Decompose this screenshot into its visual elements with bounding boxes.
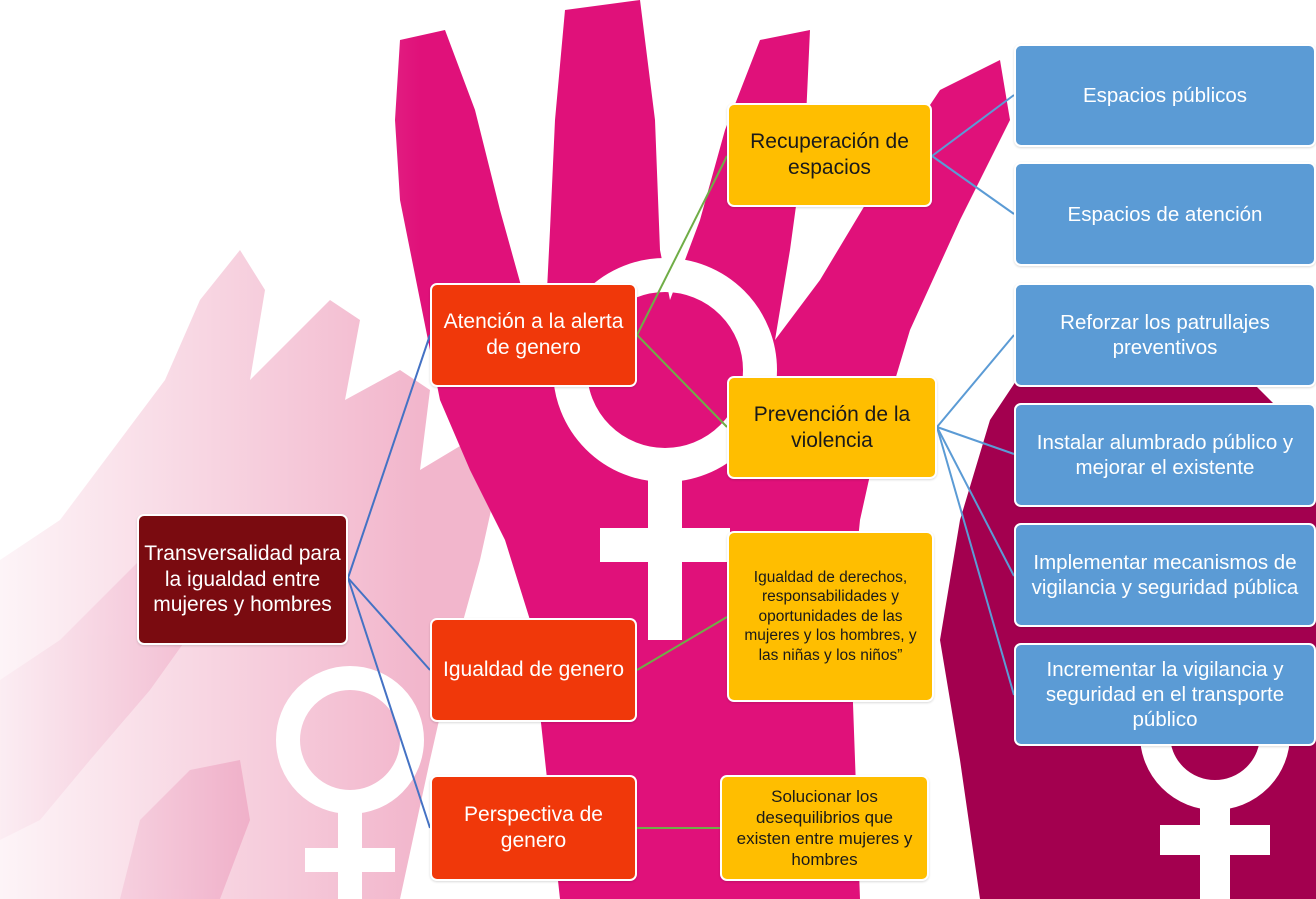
node-instalar-alumbrado: Instalar alumbrado público y mejorar el … bbox=[1014, 403, 1316, 507]
node-espacios-publicos: Espacios públicos bbox=[1014, 44, 1316, 147]
node-espacios-atencion-label: Espacios de atención bbox=[1067, 202, 1263, 226]
node-prevencion-violencia-label: Prevención de la violencia bbox=[753, 402, 911, 452]
link-prevencion-patrullajes bbox=[936, 334, 1015, 428]
link-root-perspectiva bbox=[347, 577, 431, 829]
node-igualdad-genero-label: Igualdad de genero bbox=[443, 658, 624, 682]
node-atencion-alerta: Atención a la alerta de genero bbox=[430, 283, 637, 387]
node-prevencion-violencia: Prevención de la violencia bbox=[727, 376, 937, 479]
link-prevencion-mecanismos bbox=[936, 426, 1015, 577]
node-incrementar-vigilancia: Incrementar la vigilancia y seguridad en… bbox=[1014, 643, 1316, 746]
link-recuperacion-publicos bbox=[931, 94, 1015, 157]
node-recuperacion-espacios-label: Recuperación de espacios bbox=[750, 130, 909, 179]
node-implementar-mecanismos-label: Implementar mecanismos de vigilancia y s… bbox=[1031, 551, 1299, 599]
node-espacios-publicos-label: Espacios públicos bbox=[1082, 84, 1248, 107]
link-root-alerta bbox=[347, 334, 431, 579]
node-igualdad-derechos: Igualdad de derechos, responsabilidades … bbox=[727, 531, 934, 702]
node-espacios-atencion: Espacios de atención bbox=[1014, 162, 1316, 266]
root-node: Transversalidad para la igualdad entre m… bbox=[137, 514, 348, 645]
node-solucionar-desequilibrios-label: Solucionar los desequilibrios que existe… bbox=[736, 786, 913, 870]
node-solucionar-desequilibrios: Solucionar los desequilibrios que existe… bbox=[720, 775, 929, 881]
node-reforzar-patrullajes-label: Reforzar los patrullajes preventivos bbox=[1060, 311, 1270, 359]
link-prevencion-alumbrado bbox=[936, 426, 1015, 455]
node-igualdad-genero: Igualdad de genero bbox=[430, 618, 637, 722]
node-reforzar-patrullajes: Reforzar los patrullajes preventivos bbox=[1014, 283, 1316, 387]
link-recuperacion-atencion bbox=[931, 155, 1015, 215]
node-perspectiva-genero: Perspectiva de genero bbox=[430, 775, 637, 881]
node-recuperacion-espacios: Recuperación de espacios bbox=[727, 103, 932, 207]
node-implementar-mecanismos: Implementar mecanismos de vigilancia y s… bbox=[1014, 523, 1316, 627]
link-alerta-recuperacion bbox=[636, 155, 728, 336]
node-instalar-alumbrado-label: Instalar alumbrado público y mejorar el … bbox=[1036, 431, 1294, 479]
node-atencion-alerta-label: Atención a la alerta de genero bbox=[443, 310, 624, 359]
root-label: Transversalidad para la igualdad entre m… bbox=[144, 542, 341, 617]
link-alerta-prevencion bbox=[636, 334, 728, 428]
link-prevencion-transporte bbox=[936, 426, 1015, 696]
node-igualdad-derechos-label: Igualdad de derechos, responsabilidades … bbox=[744, 569, 917, 664]
node-perspectiva-genero-label: Perspectiva de genero bbox=[464, 803, 603, 852]
left-fade-overlay bbox=[0, 0, 420, 899]
node-incrementar-vigilancia-label: Incrementar la vigilancia y seguridad en… bbox=[1045, 658, 1285, 731]
link-igualdad-derechos bbox=[636, 616, 728, 671]
link-root-igualdad bbox=[347, 577, 431, 671]
